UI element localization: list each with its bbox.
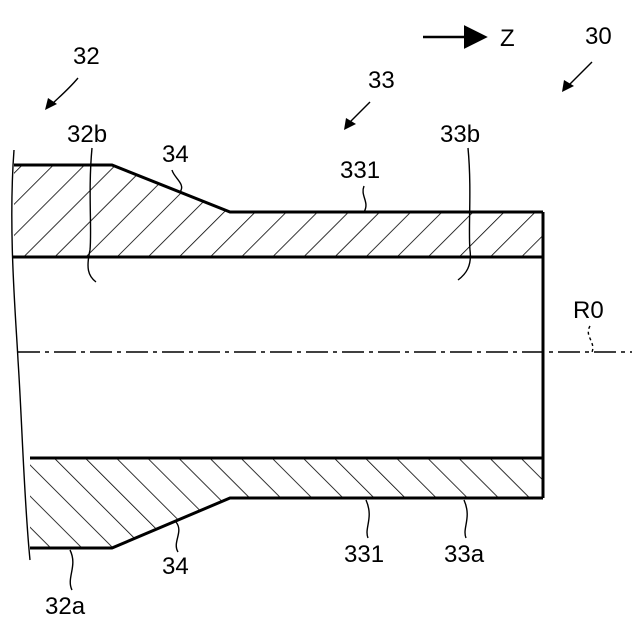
ref-label-33a: 33a — [444, 541, 485, 568]
ref-label-34-top: 34 — [162, 141, 189, 168]
ref-34-bottom-leader — [176, 522, 179, 552]
ref-label-32: 32 — [73, 43, 100, 70]
ref-33a-leader — [464, 500, 467, 538]
ref-331-top-leader — [363, 186, 366, 212]
ref-label-R0: R0 — [573, 297, 604, 324]
ref-32a-leader — [70, 550, 73, 590]
ref-label-30: 30 — [585, 23, 612, 50]
lower-wall-section — [30, 458, 543, 548]
ref-33-arrowhead — [344, 118, 356, 130]
ref-label-331-top: 331 — [340, 157, 380, 184]
ref-32-arrowhead — [45, 98, 57, 110]
ref-331-bottom-leader — [366, 500, 369, 538]
ref-label-32b: 32b — [67, 121, 107, 148]
ref-label-33b: 33b — [440, 121, 480, 148]
ref-R0-leader — [588, 326, 593, 352]
ref-label-34-bottom: 34 — [162, 553, 189, 580]
ref-32-leader — [50, 78, 78, 106]
ref-label-32a: 32a — [45, 593, 86, 620]
ref-label-33: 33 — [368, 67, 395, 94]
ref-33-leader — [348, 102, 370, 124]
direction-label: Z — [500, 25, 515, 52]
ref-label-331-bottom: 331 — [344, 541, 384, 568]
